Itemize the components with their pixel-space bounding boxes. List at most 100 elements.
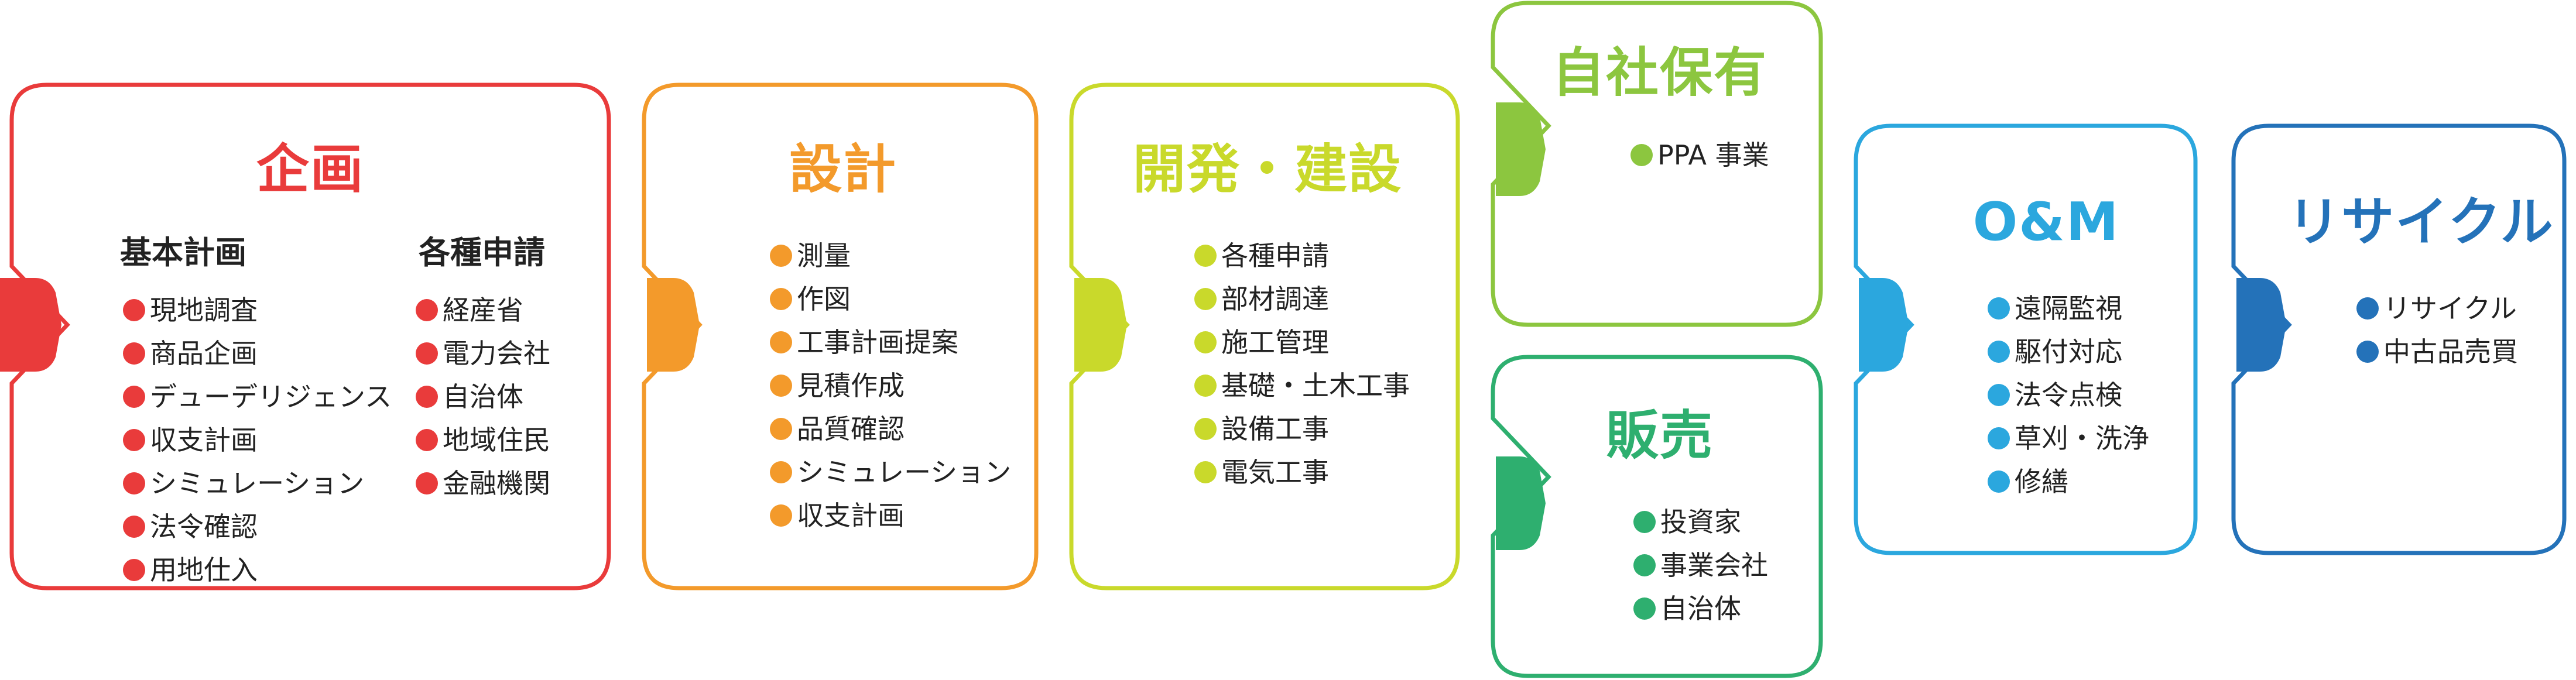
list-item: 作図: [770, 277, 1011, 321]
bullet-dot-icon: [770, 288, 792, 310]
card-recycle-border: [2231, 123, 2567, 555]
list-item-label: 商品企画: [150, 338, 258, 369]
card-title-hanbai: 販売: [1606, 405, 1714, 466]
list-item: 修繕: [1988, 460, 2149, 503]
list-item: 各種申請: [1194, 234, 1410, 277]
list-item-label: 現地調査: [150, 294, 258, 326]
card-title-sekkei: 設計: [789, 139, 897, 200]
list-item-label: 電力会社: [443, 338, 550, 369]
list-item-label: 法令確認: [150, 511, 258, 542]
bullet-dot-icon: [770, 418, 792, 440]
list-item-label: 基礎・土木工事: [1221, 370, 1410, 401]
list-item: リサイクル: [2356, 287, 2518, 330]
list-item: 商品企画: [123, 332, 392, 375]
bullet-dot-icon: [770, 245, 792, 267]
card-om-border: [1854, 123, 2198, 555]
list-item-label: 中古品売買: [2383, 336, 2518, 368]
list-item-label: 設備工事: [1221, 413, 1329, 445]
bullet-dot-icon: [123, 472, 145, 494]
list-kaihatsu: 各種申請部材調達施工管理基礎・土木工事設備工事電気工事: [1194, 234, 1410, 494]
bullet-dot-icon: [416, 386, 438, 408]
list-item-label: シミュレーション: [797, 456, 1012, 488]
bullet-dot-icon: [1633, 511, 1656, 533]
list-hanbai: 投資家事業会社自治体: [1633, 500, 1768, 630]
list-item-label: 測量: [797, 240, 851, 272]
list-item: 収支計画: [123, 418, 392, 462]
bullet-dot-icon: [123, 342, 145, 365]
list-item-label: デューデリジェンス: [150, 381, 392, 413]
list-recycle: リサイクル中古品売買: [2356, 287, 2518, 373]
list-item-label: シミュレーション: [150, 468, 365, 499]
arrow-hanbai-chevron: [1496, 456, 1546, 550]
arrow-sekkei-chevron: [647, 278, 700, 372]
list-item-label: 用地仕入: [150, 554, 258, 586]
bullet-dot-icon: [123, 386, 145, 408]
list-item: シミュレーション: [770, 451, 1011, 494]
list-item: 自治体: [1633, 587, 1768, 630]
list-item-label: 収支計画: [797, 500, 905, 531]
bullet-dot-icon: [1988, 384, 2010, 406]
list-item-label: 工事計画提案: [797, 327, 958, 358]
bullet-dot-icon: [770, 331, 792, 353]
list-item-label: 収支計画: [150, 424, 258, 456]
list-item: 測量: [770, 234, 1011, 277]
bullet-dot-icon: [1194, 245, 1217, 267]
list-item: 投資家: [1633, 500, 1768, 544]
list-item: 草刈・洗浄: [1988, 417, 2149, 460]
list-item: 設備工事: [1194, 407, 1410, 451]
list-item: 金融機関: [416, 462, 550, 505]
list-item-label: 施工管理: [1221, 327, 1329, 358]
bullet-dot-icon: [416, 472, 438, 494]
bullet-dot-icon: [1194, 461, 1217, 483]
bullet-dot-icon: [123, 516, 145, 538]
list-item: シミュレーション: [123, 462, 392, 505]
bullet-dot-icon: [1194, 288, 1217, 310]
list-item: デューデリジェンス: [123, 375, 392, 418]
card-kikaku-border: [9, 83, 611, 590]
list-item-label: 駆付対応: [2015, 336, 2122, 368]
card-title-jisha: 自社保有: [1552, 42, 1767, 104]
list-item: 事業会社: [1633, 544, 1768, 587]
list-item: 部材調達: [1194, 277, 1410, 321]
list-item: 電力会社: [416, 332, 550, 375]
list-item-label: 地域住民: [443, 424, 550, 456]
bullet-dot-icon: [1194, 331, 1217, 353]
list-kikaku-col2: 経産省電力会社自治体地域住民金融機関: [416, 289, 550, 505]
card-jisha-border: [1491, 1, 1823, 327]
list-item-label: 投資家: [1660, 506, 1741, 538]
list-item-label: 経産省: [443, 294, 523, 326]
arrow-om-chevron: [1859, 278, 1909, 372]
list-item: 遠隔監視: [1988, 287, 2149, 330]
bullet-dot-icon: [770, 504, 792, 527]
list-item-label: 自治体: [1660, 593, 1741, 624]
list-item-label: 金融機関: [443, 468, 550, 499]
list-kikaku-col1: 現地調査商品企画デューデリジェンス収支計画シミュレーション法令確認用地仕入: [123, 289, 392, 592]
list-item-label: 電気工事: [1221, 456, 1329, 488]
bullet-dot-icon: [416, 429, 438, 451]
list-item-label: 作図: [797, 283, 851, 315]
list-item: 法令点検: [1988, 373, 2149, 417]
bullet-dot-icon: [123, 299, 145, 321]
arrow-jisha-chevron: [1496, 102, 1546, 196]
list-jisha: PPA 事業: [1630, 133, 1769, 177]
list-item: 地域住民: [416, 418, 550, 462]
list-item: 工事計画提案: [770, 321, 1011, 364]
list-item: 駆付対応: [1988, 330, 2149, 373]
list-item: PPA 事業: [1630, 133, 1769, 177]
list-item: 経産省: [416, 289, 550, 332]
card-kaihatsu-border: [1069, 83, 1460, 590]
bullet-dot-icon: [1988, 341, 2010, 363]
list-item-label: 法令点検: [2015, 379, 2122, 411]
list-item: 現地調査: [123, 289, 392, 332]
bullet-dot-icon: [123, 429, 145, 451]
list-item-label: 各種申請: [1221, 240, 1329, 272]
card-title-om: O&M: [1972, 191, 2120, 253]
list-item-label: 草刈・洗浄: [2015, 423, 2149, 454]
list-item-label: 自治体: [443, 381, 523, 413]
list-item: 自治体: [416, 375, 550, 418]
card-hanbai-border: [1491, 355, 1823, 678]
list-item: 基礎・土木工事: [1194, 364, 1410, 407]
bullet-dot-icon: [2356, 341, 2379, 363]
bullet-dot-icon: [1988, 427, 2010, 449]
list-item-label: リサイクル: [2383, 293, 2517, 324]
